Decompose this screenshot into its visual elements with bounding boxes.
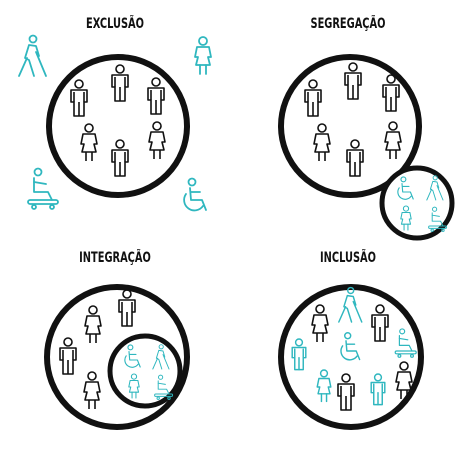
- panel-exclusion: [18, 34, 212, 212]
- man-icon: [344, 62, 362, 100]
- man-icon: [147, 77, 165, 115]
- integration-circle: [44, 284, 190, 430]
- woman-icon: [313, 123, 331, 162]
- panel-integration: [44, 284, 190, 430]
- woman-icon: [83, 371, 101, 410]
- exclusion-circle: [46, 54, 190, 198]
- wheelchair-icon: [340, 332, 361, 361]
- woman-icon: [84, 305, 102, 344]
- man-icon: [346, 139, 364, 177]
- title-exclusion: EXCLUSÃO: [86, 16, 144, 32]
- panel-inclusion: [278, 284, 424, 430]
- blind-walker-icon: [338, 286, 363, 323]
- man-icon: [304, 79, 322, 117]
- woman-icon: [384, 121, 402, 160]
- woman-icon: [148, 121, 166, 160]
- man-icon: [118, 289, 136, 327]
- title-inclusion: INCLUSÃO: [320, 250, 376, 266]
- man-icon: [111, 64, 129, 102]
- man-icon: [70, 79, 88, 117]
- integrated-group-circle: [107, 333, 183, 409]
- blind-walker-icon: [18, 34, 47, 77]
- woman-icon: [80, 123, 98, 162]
- title-segregation: SEGREGAÇÃO: [310, 16, 386, 32]
- segregation-circle: [278, 54, 422, 198]
- man-icon: [337, 373, 355, 411]
- segregated-group-circle: [379, 165, 455, 241]
- man-icon: [382, 74, 400, 112]
- man-icon: [370, 373, 386, 406]
- man-icon: [59, 337, 77, 375]
- wheelchair-icon: [183, 177, 207, 212]
- skateboard-person-icon: [394, 328, 417, 358]
- woman-icon: [194, 36, 212, 75]
- title-integration: INTEGRAÇÃO: [79, 250, 151, 266]
- man-icon: [291, 338, 307, 371]
- man-icon: [371, 304, 389, 342]
- panel-segregation: [278, 54, 455, 241]
- man-icon: [111, 139, 129, 177]
- woman-icon: [311, 304, 329, 343]
- woman-icon: [316, 369, 332, 403]
- skateboard-person-icon: [27, 167, 59, 210]
